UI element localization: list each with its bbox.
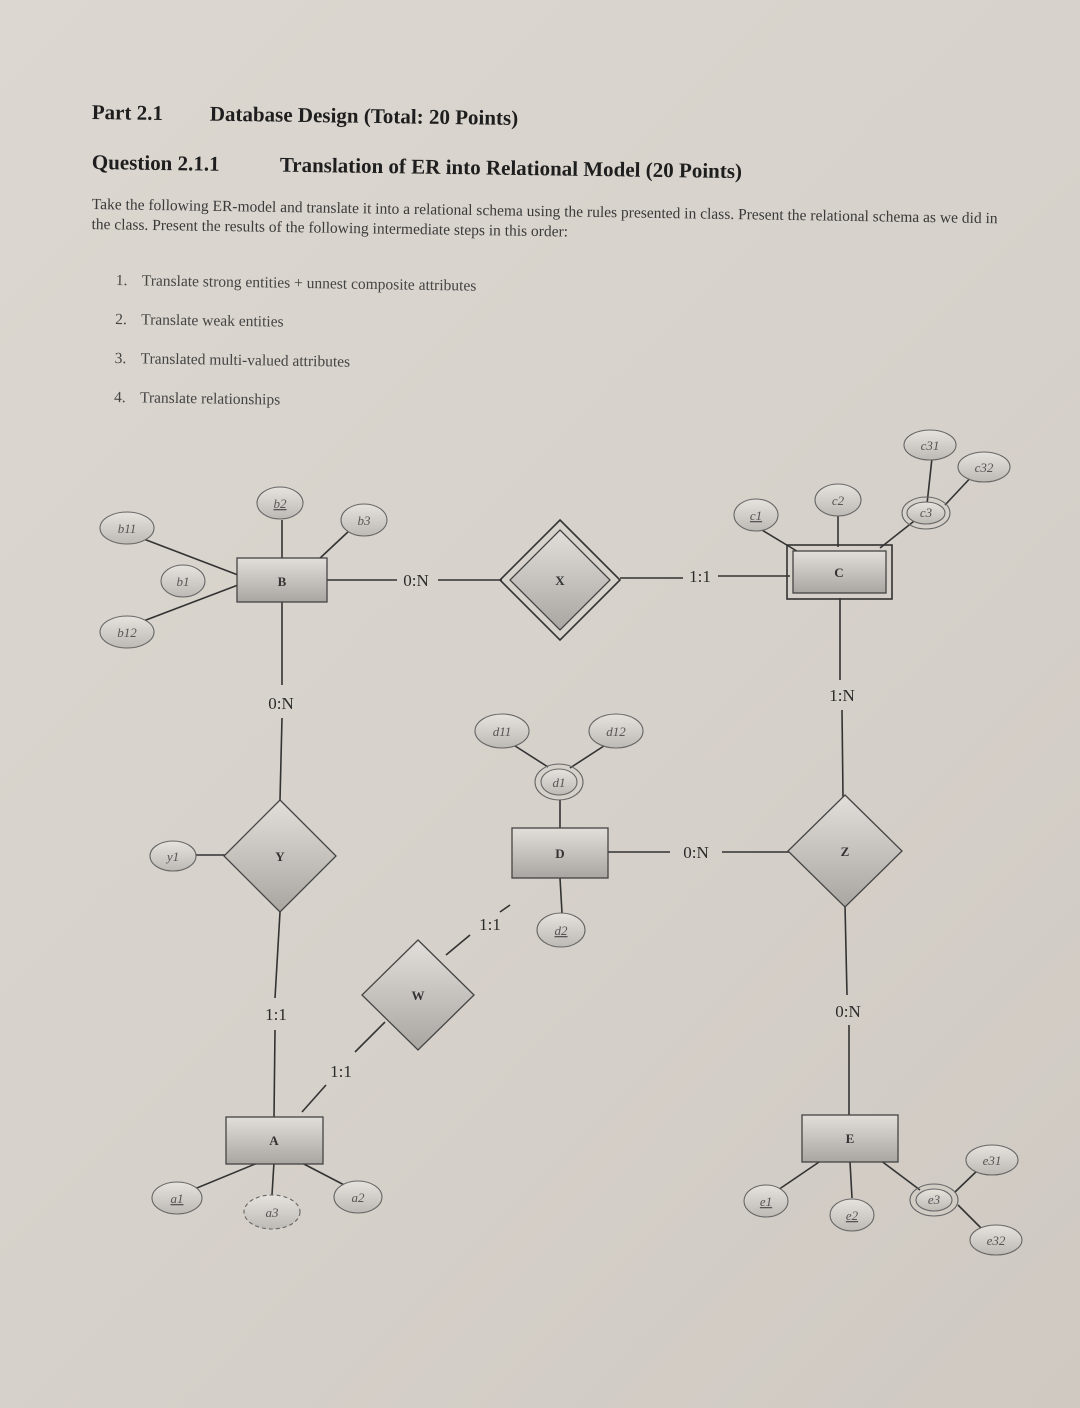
- card-z-e: 0:N: [835, 1002, 861, 1021]
- card-b-y: 0:N: [268, 694, 294, 713]
- svg-text:Y: Y: [275, 849, 285, 864]
- attr-a2: a2: [333, 1180, 383, 1214]
- svg-text:W: W: [412, 988, 425, 1003]
- card-b-x: 0:N: [403, 571, 429, 590]
- attr-c31: c31: [903, 429, 957, 461]
- svg-text:b11: b11: [118, 521, 137, 536]
- attr-a3-derived: a3: [243, 1194, 301, 1230]
- attr-b2-key: b2: [256, 486, 304, 520]
- svg-text:c32: c32: [975, 460, 994, 475]
- svg-text:c31: c31: [921, 438, 940, 453]
- svg-text:b12: b12: [117, 625, 137, 640]
- svg-text:e3: e3: [928, 1192, 941, 1207]
- relationship-y: Y: [223, 799, 337, 913]
- svg-text:c2: c2: [832, 493, 845, 508]
- svg-text:B: B: [278, 574, 287, 589]
- card-d-z: 0:N: [683, 843, 709, 862]
- svg-text:y1: y1: [165, 849, 179, 864]
- attr-d12: d12: [588, 713, 644, 749]
- card-y-a: 1:1: [265, 1005, 287, 1024]
- svg-text:c1: c1: [750, 508, 762, 523]
- card-x-c: 1:1: [689, 567, 711, 586]
- attr-d2-key: d2: [536, 912, 586, 948]
- svg-text:b2: b2: [274, 496, 288, 511]
- attr-b1: b1: [160, 564, 206, 598]
- svg-text:a3: a3: [266, 1205, 280, 1220]
- card-d-w: 1:1: [479, 915, 501, 934]
- attr-b3: b3: [340, 503, 388, 537]
- relationship-x-identifying: X: [498, 518, 622, 642]
- svg-text:e1: e1: [760, 1194, 772, 1209]
- attr-b12: b12: [99, 615, 155, 649]
- attr-c32: c32: [957, 451, 1011, 483]
- attr-d1-multivalued: d1: [534, 763, 584, 801]
- attr-e1-key: e1: [743, 1184, 789, 1218]
- svg-text:b1: b1: [177, 574, 190, 589]
- attr-e3-multivalued: e3: [909, 1183, 959, 1217]
- relationship-w: W: [361, 939, 475, 1051]
- attr-c3-multivalued: c3: [901, 496, 951, 530]
- svg-text:E: E: [846, 1131, 855, 1146]
- entity-d: D: [511, 827, 609, 879]
- attr-e2-key: e2: [829, 1198, 875, 1232]
- attr-e31: e31: [965, 1144, 1019, 1176]
- svg-text:C: C: [834, 565, 843, 580]
- attr-y1: y1: [149, 840, 197, 872]
- entity-c-weak: C: [786, 544, 893, 600]
- svg-text:d2: d2: [555, 923, 569, 938]
- svg-text:Z: Z: [841, 844, 850, 859]
- svg-text:e2: e2: [846, 1208, 859, 1223]
- attr-a1-key: a1: [151, 1181, 203, 1215]
- entity-e: E: [801, 1114, 899, 1163]
- svg-text:b3: b3: [358, 513, 372, 528]
- svg-text:a2: a2: [352, 1190, 366, 1205]
- attr-d11: d11: [474, 713, 530, 749]
- svg-text:e31: e31: [983, 1153, 1002, 1168]
- attr-c2: c2: [814, 483, 862, 517]
- entity-b: B: [236, 557, 328, 603]
- cardinality-labels: 0:N 1:1 0:N 1:N 0:N 1:1 1:1 1:1 0:N: [265, 567, 861, 1081]
- attr-b11: b11: [99, 511, 155, 545]
- relationship-z: Z: [787, 794, 903, 908]
- svg-text:a1: a1: [171, 1191, 184, 1206]
- svg-text:d12: d12: [606, 724, 626, 739]
- attr-c1-partial-key: c1: [733, 498, 779, 532]
- svg-text:D: D: [555, 846, 564, 861]
- svg-text:d1: d1: [553, 775, 566, 790]
- card-c-z: 1:N: [829, 686, 855, 705]
- svg-text:X: X: [555, 573, 565, 588]
- svg-text:d11: d11: [493, 724, 512, 739]
- svg-text:c3: c3: [920, 505, 933, 520]
- svg-text:A: A: [269, 1133, 279, 1148]
- entity-a: A: [225, 1116, 324, 1165]
- card-w-a: 1:1: [330, 1062, 352, 1081]
- attr-e32: e32: [969, 1224, 1023, 1256]
- svg-text:e32: e32: [987, 1233, 1006, 1248]
